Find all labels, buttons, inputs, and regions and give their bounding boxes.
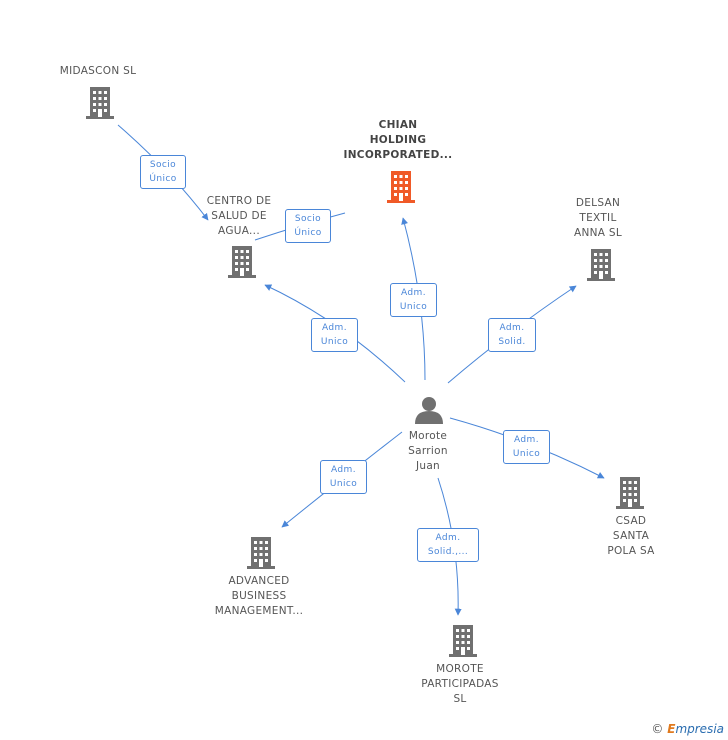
person-icon[interactable]	[415, 397, 443, 424]
morote-label[interactable]: MOROTE PARTICIPADAS SL	[421, 663, 499, 705]
advanced-building-icon[interactable]	[247, 537, 275, 569]
csad-label[interactable]: CSAD SANTA POLA SA	[607, 515, 655, 557]
chian-label[interactable]: CHIAN HOLDING INCORPORATED...	[343, 119, 453, 161]
midascon-label[interactable]: MIDASCON SL	[59, 65, 137, 77]
copyright-symbol: ©	[651, 722, 664, 736]
brand-initial: E	[667, 722, 676, 736]
morote-building-icon[interactable]	[449, 625, 477, 657]
edge-label-person-chian: Adm. Unico	[390, 283, 437, 317]
edge-label-midascon-centro: Socio Único	[140, 155, 186, 189]
centro-label[interactable]: CENTRO DE SALUD DE AGUA...	[206, 195, 272, 237]
edge-label-person-advanced: Adm. Unico	[320, 460, 367, 494]
midascon-building-icon[interactable]	[86, 87, 114, 119]
person-label[interactable]: Morote Sarrion Juan	[408, 430, 448, 472]
edge-label-person-csad: Adm. Unico	[503, 430, 550, 464]
brand-name: mpresia	[675, 722, 724, 736]
edge-label-chian-centro: Socio Único	[285, 209, 331, 243]
centro-building-icon[interactable]	[228, 246, 256, 278]
empresia-credit[interactable]: © Empresia	[651, 722, 724, 736]
advanced-label[interactable]: ADVANCED BUSINESS MANAGEMENT...	[214, 575, 304, 617]
edge-label-person-delsan: Adm. Solid.	[488, 318, 536, 352]
edge-label-person-morote: Adm. Solid.,...	[417, 528, 479, 562]
delsan-label[interactable]: DELSAN TEXTIL ANNA SL	[573, 197, 623, 239]
delsan-building-icon[interactable]	[587, 249, 615, 281]
chian-building-icon[interactable]	[387, 171, 415, 203]
csad-building-icon[interactable]	[616, 477, 644, 509]
edge-label-person-centro: Adm. Unico	[311, 318, 358, 352]
